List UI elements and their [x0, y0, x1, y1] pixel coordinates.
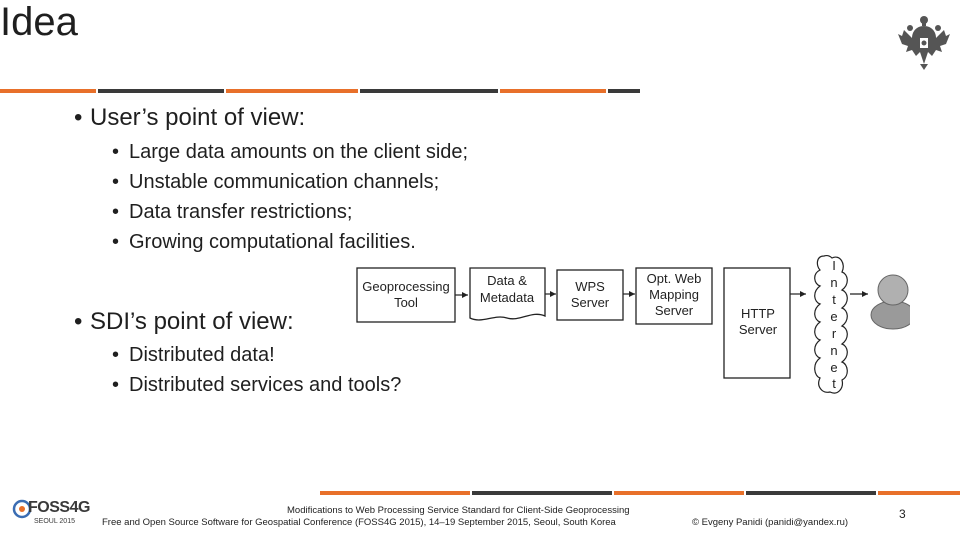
- bullet-marker: •: [74, 104, 83, 131]
- page-number: 3: [899, 507, 906, 521]
- geoprocessing-tool-box: [356, 267, 456, 323]
- http-server-box: [723, 267, 791, 379]
- arrow-icon: [800, 291, 806, 297]
- internet-letter: r: [832, 326, 837, 341]
- geoprocessing-tool-label-1: Geoprocessing: [362, 279, 449, 294]
- footer-talk-title: Modifications to Web Processing Service …: [287, 505, 630, 516]
- arrow-icon: [862, 291, 868, 297]
- bullet-marker: •: [112, 231, 120, 253]
- http-server-label-1: HTTP: [741, 306, 775, 321]
- list-item: Unstable communication channels;: [129, 171, 440, 193]
- internet-letter: e: [830, 309, 837, 324]
- wps-server-label-2: Server: [571, 295, 610, 310]
- bullet-marker: •: [112, 171, 120, 193]
- foss4g-logo-sub: SEOUL 2015: [34, 518, 75, 525]
- user-heading: User’s point of view:: [90, 104, 306, 131]
- internet-letter: n: [830, 275, 837, 290]
- double-headed-eagle-icon: [896, 12, 952, 72]
- data-metadata-box: [469, 267, 546, 321]
- bullet-marker: •: [74, 308, 83, 335]
- foss4g-logo-text: FOSS4G: [28, 499, 90, 516]
- foss4g-logo: FOSS4G SEOUL 2015: [12, 496, 90, 530]
- sdi-heading: SDI’s point of view:: [90, 308, 294, 335]
- user-silhouette-icon: [870, 274, 910, 330]
- internet-letter: e: [830, 360, 837, 375]
- bullet-marker: •: [112, 374, 120, 396]
- bullet-marker: •: [112, 141, 120, 163]
- arrow-icon: [629, 291, 635, 297]
- list-item: Growing computational facilities.: [129, 231, 416, 253]
- arrow-icon: [462, 292, 468, 298]
- arrow-icon: [550, 291, 556, 297]
- geoprocessing-tool-label-2: Tool: [394, 295, 418, 310]
- slide-title: Idea: [0, 0, 78, 44]
- opt-web-mapping-label-1: Opt. Web: [647, 271, 702, 286]
- internet-letter: n: [830, 343, 837, 358]
- data-metadata-label-2: Metadata: [480, 290, 535, 305]
- opt-web-mapping-label-2: Mapping: [649, 287, 699, 302]
- data-metadata-label-1: Data &: [487, 273, 527, 288]
- wps-server-label-1: WPS: [575, 279, 605, 294]
- opt-web-mapping-label-3: Server: [655, 303, 694, 318]
- wps-server-box: [556, 269, 624, 321]
- internet-letter: t: [832, 292, 836, 307]
- footer-conference: Free and Open Source Software for Geospa…: [102, 517, 616, 528]
- bullet-marker: •: [112, 344, 120, 366]
- bullet-marker: •: [112, 201, 120, 223]
- list-item: Distributed data!: [129, 344, 275, 366]
- opt-web-mapping-server-box: [635, 267, 713, 325]
- http-server-label-2: Server: [739, 322, 778, 337]
- architecture-diagram: Geoprocessing Tool Data & Metadata WPS S…: [356, 255, 910, 394]
- internet-letter: I: [832, 258, 836, 273]
- internet-letter: t: [832, 376, 836, 391]
- list-item: Data transfer restrictions;: [129, 201, 353, 223]
- list-item: Distributed services and tools?: [129, 374, 402, 396]
- internet-cloud: [814, 255, 848, 394]
- footer-author: © Evgeny Panidi (panidi@yandex.ru): [692, 517, 849, 528]
- list-item: Large data amounts on the client side;: [129, 141, 469, 163]
